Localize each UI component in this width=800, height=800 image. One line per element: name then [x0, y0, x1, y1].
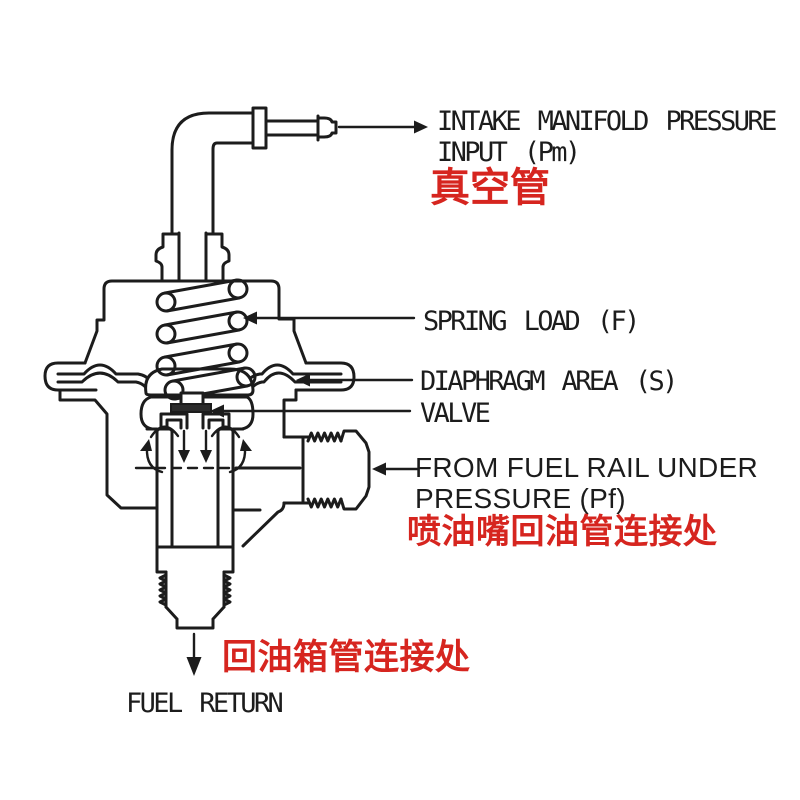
- leader-diaphragm: [296, 373, 414, 387]
- flow-arrow-up-icon: [240, 439, 252, 451]
- leader-spring: [243, 311, 416, 325]
- fuel-inlet-fitting: [234, 429, 371, 511]
- label-intake-manifold-line2: INPUT (Pm): [437, 137, 581, 168]
- label-spring-load: SPRING LOAD (F): [423, 306, 640, 337]
- label-valve: VALVE: [420, 398, 491, 429]
- label-tank-return-chinese: 回油箱管连接处: [222, 638, 471, 678]
- flow-arrow-up-icon: [140, 439, 152, 451]
- leader-intake: [337, 120, 428, 134]
- label-intake-manifold-line1: INTAKE MANIFOLD PRESSURE: [437, 106, 777, 137]
- leader-valve: [210, 404, 412, 418]
- leader-fuel-inlet: [372, 462, 420, 476]
- arrow-down-icon: [186, 657, 202, 676]
- arrow-left-icon: [296, 373, 310, 387]
- flow-arrows: [134, 425, 252, 474]
- fuel-return-fitting: [155, 545, 235, 630]
- coil-spring: [155, 278, 257, 401]
- vacuum-elbow-fitting: [154, 106, 338, 282]
- flow-arrow-down-icon: [200, 450, 212, 463]
- arrow-right-icon: [414, 120, 428, 134]
- arrow-left-icon: [372, 462, 386, 476]
- arrow-left-icon: [210, 404, 224, 418]
- arrow-left-icon: [243, 311, 257, 325]
- label-diaphragm-area: DIAPHRAGM AREA (S): [420, 366, 678, 397]
- label-fuel-rail-line1: FROM FUEL RAIL UNDER: [415, 452, 759, 483]
- label-fuel-return: FUEL RETURN: [126, 688, 284, 719]
- label-fuel-rail-line2: PRESSURE (Pf): [415, 483, 626, 514]
- upper-housing-dome: [83, 279, 308, 365]
- leader-fuel-return: [186, 632, 202, 676]
- label-injector-return-chinese: 喷油嘴回油管连接处: [407, 512, 718, 552]
- flow-arrow-down-icon: [178, 450, 190, 463]
- valve: [159, 391, 231, 430]
- label-vacuum-hose-chinese: 真空管: [430, 165, 550, 211]
